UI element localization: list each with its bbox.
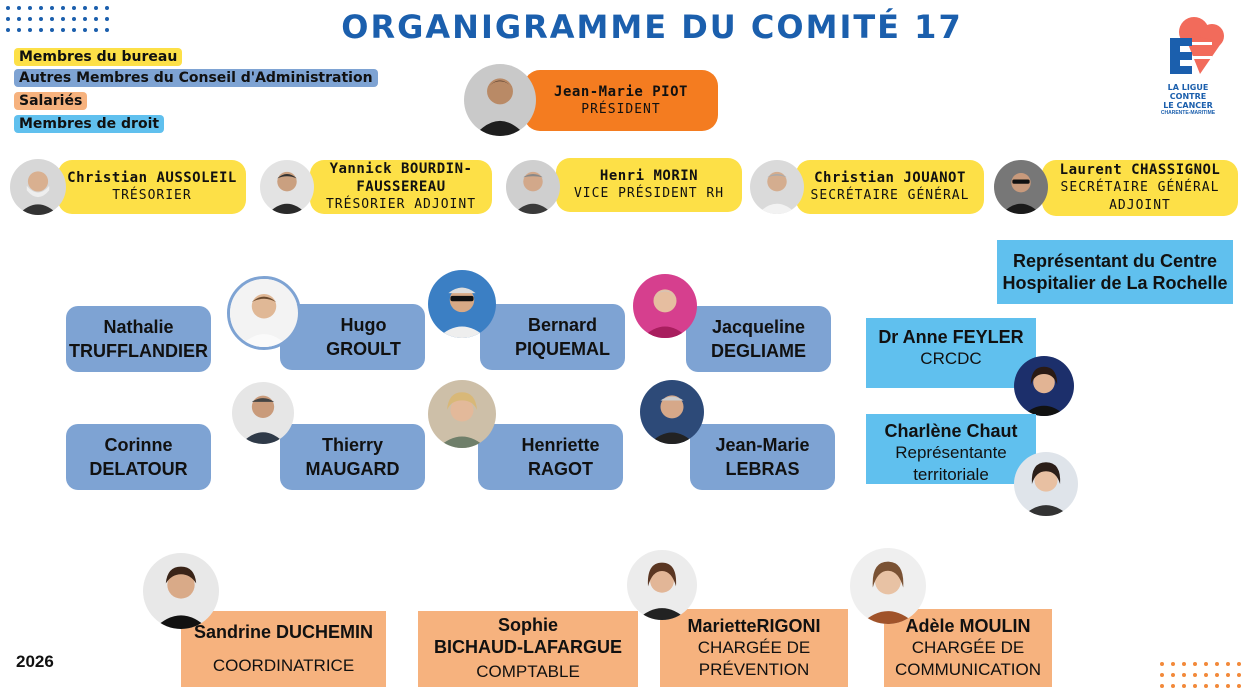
ca-card-lebras: Jean-Marie LEBRAS bbox=[690, 424, 835, 490]
page-title: ORGANIGRAMME DU COMITÉ 17 bbox=[341, 8, 963, 46]
ca-card-maugard: Thierry MAUGARD bbox=[280, 424, 425, 490]
photo-morin bbox=[506, 160, 560, 214]
salarie-card-moulin: Adèle MOULIN CHARGÉE DE COMMUNICATION bbox=[884, 609, 1052, 687]
legend-salaries: Salariés bbox=[14, 92, 88, 110]
photo-groult bbox=[227, 276, 301, 350]
ca-card-groult: Hugo GROULT bbox=[280, 304, 425, 370]
photo-rigoni bbox=[627, 550, 697, 620]
bureau-card-bourdin: Yannick BOURDIN- FAUSSEREAU TRÉSORIER AD… bbox=[310, 160, 492, 214]
photo-duchemin bbox=[143, 553, 219, 629]
legend-ca: Autres Membres du Conseil d'Administrati… bbox=[14, 69, 378, 87]
ca-card-piquemal: Bernard PIQUEMAL bbox=[480, 304, 625, 370]
ligue-logo: LA LIGUE CONTRE LE CANCER CHARENTE-MARIT… bbox=[1150, 12, 1226, 116]
ca-card-trufflandier: Nathalie TRUFFLANDIER bbox=[66, 306, 211, 372]
legend-droit: Membres de droit bbox=[14, 115, 165, 133]
photo-piquemal bbox=[428, 270, 496, 338]
photo-degliame bbox=[633, 274, 697, 338]
bureau-card-aussoleil: Christian AUSSOLEIL TRÉSORIER bbox=[58, 160, 246, 214]
photo-feyler bbox=[1014, 356, 1074, 416]
photo-chaut bbox=[1014, 452, 1078, 516]
photo-aussoleil bbox=[10, 159, 66, 215]
president-name: Jean-Marie PIOT bbox=[554, 83, 688, 100]
year-label: 2026 bbox=[16, 652, 54, 671]
droit-card-hospital: Représentant du Centre Hospitalier de La… bbox=[997, 240, 1233, 304]
photo-lebras bbox=[640, 380, 704, 444]
decorative-dots-top-left bbox=[6, 6, 109, 32]
decorative-dots-bottom-right bbox=[1160, 662, 1244, 688]
bureau-card-morin: Henri MORIN VICE PRÉSIDENT RH bbox=[556, 158, 742, 212]
ca-card-ragot: Henriette RAGOT bbox=[478, 424, 623, 490]
photo-maugard bbox=[232, 382, 294, 444]
president-photo bbox=[464, 64, 536, 136]
president-card: Jean-Marie PIOT PRÉSIDENT bbox=[524, 70, 718, 131]
salarie-card-duchemin: Sandrine DUCHEMIN COORDINATRICE bbox=[181, 611, 386, 687]
salarie-card-rigoni: MarietteRIGONI CHARGÉE DE PRÉVENTION bbox=[660, 609, 848, 687]
photo-ragot bbox=[428, 380, 496, 448]
president-role: PRÉSIDENT bbox=[581, 101, 661, 117]
photo-jouanot bbox=[750, 160, 804, 214]
ca-card-degliame: Jacqueline DEGLIAME bbox=[686, 306, 831, 372]
ligue-logo-icon bbox=[1170, 17, 1224, 74]
droit-card-chaut: Charlène Chaut Représentante territorial… bbox=[866, 414, 1036, 484]
salarie-card-bichaud: Sophie BICHAUD-LAFARGUE COMPTABLE bbox=[418, 611, 638, 687]
photo-bourdin bbox=[260, 160, 314, 214]
ca-card-delatour: Corinne DELATOUR bbox=[66, 424, 211, 490]
legend-bureau: Membres du bureau bbox=[14, 48, 183, 66]
droit-card-feyler: Dr Anne FEYLER CRCDC bbox=[866, 318, 1036, 388]
photo-moulin bbox=[850, 548, 926, 624]
bureau-card-jouanot: Christian JOUANOT SECRÉTAIRE GÉNÉRAL bbox=[796, 160, 984, 214]
bureau-card-chassignol: Laurent CHASSIGNOL SECRÉTAIRE GÉNÉRAL AD… bbox=[1042, 160, 1238, 216]
photo-chassignol bbox=[994, 160, 1048, 214]
